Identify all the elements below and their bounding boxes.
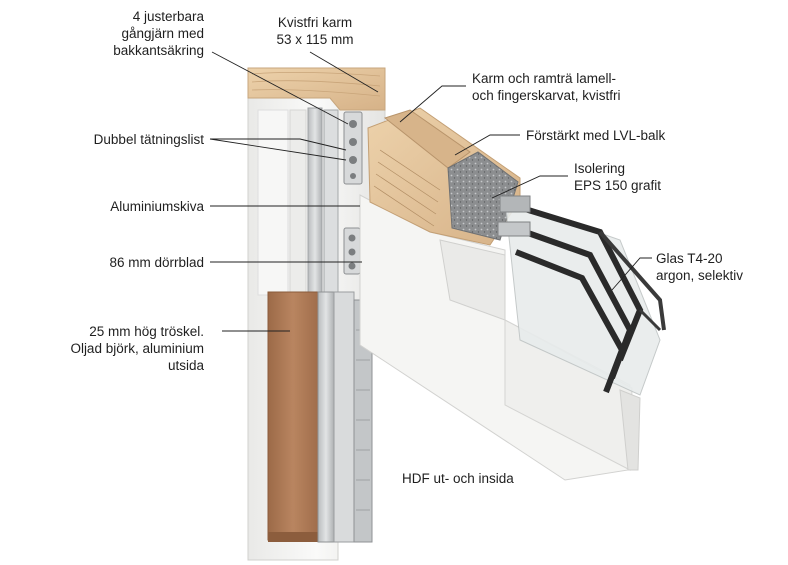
hinge-upper (343, 111, 363, 185)
leader-wood (399, 85, 466, 123)
threshold-wood (267, 291, 319, 541)
leader-seal-2 (209, 138, 347, 161)
label-leaf: 86 mm dörrblad (109, 255, 204, 270)
frame-end-grain-lines (251, 72, 381, 97)
leader-lvl (454, 134, 520, 156)
seal-profile-2 (323, 109, 339, 299)
label-hdf: HDF ut- och insida (402, 471, 514, 486)
leader-seal (210, 138, 347, 151)
jamb-strip (257, 109, 289, 296)
leader-insulation (491, 175, 568, 199)
threshold-alu-2 (333, 291, 355, 543)
leaf-lvl-beam (383, 109, 471, 169)
leader-hinges (211, 51, 349, 125)
threshold-wood-edge (268, 532, 318, 542)
label-insulation: Isolering EPS 150 grafit (574, 161, 662, 193)
threshold-alu-1 (317, 291, 335, 543)
label-lvl: Förstärkt med LVL-balk (526, 128, 666, 143)
label-wood: Karm och ramträ lamell- och fingerskarva… (472, 71, 621, 103)
label-aluminium: Aluminiumskiva (110, 199, 204, 214)
glass-unit (497, 195, 666, 396)
threshold-ribs (356, 329, 370, 511)
jamb-groove (289, 109, 307, 296)
label-frame: Kvistfri karm 53 x 115 mm (276, 15, 354, 47)
seal-profile (307, 107, 323, 299)
label-hinges: 4 justerbara gångjärn med bakkantsäkring (113, 9, 204, 58)
lvl-lamination-lines (373, 149, 441, 227)
leader-frame (309, 51, 379, 93)
label-threshold: 25 mm hög tröskel. Oljad björk, aluminiu… (70, 324, 204, 373)
label-glass: Glas T4-20 argon, selektiv (656, 251, 744, 283)
door-leaf-right-face (619, 389, 641, 471)
leader-glass (611, 257, 652, 291)
label-seal: Dubbel tätningslist (93, 132, 204, 147)
leader-lines (209, 51, 652, 332)
hinge-lower (343, 227, 361, 275)
frame-end-grain (247, 67, 386, 111)
